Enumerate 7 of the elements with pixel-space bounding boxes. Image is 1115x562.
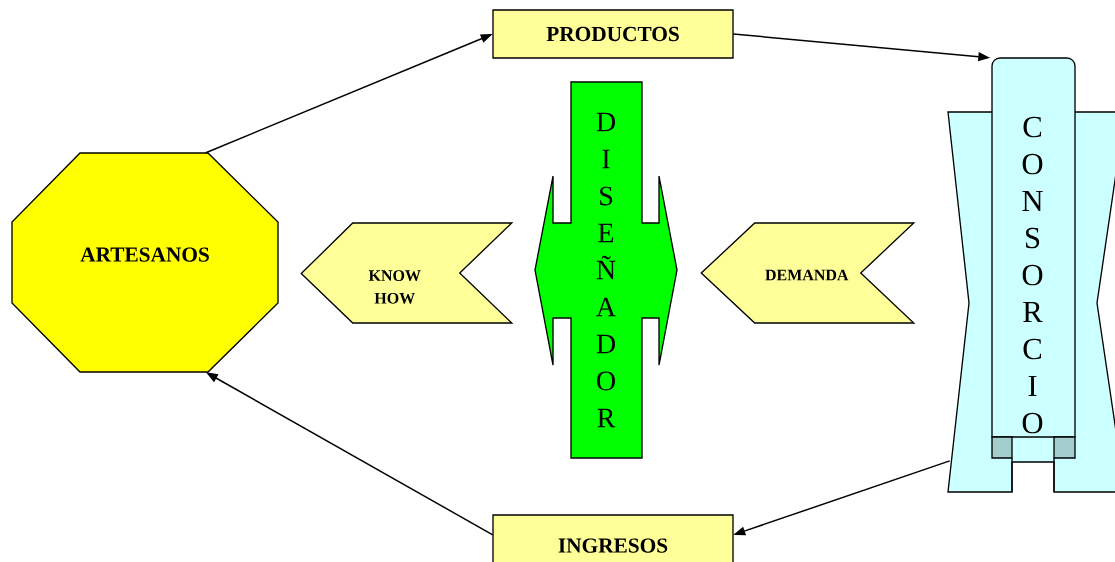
edge-label: KNOW HOW [360,268,430,306]
chevron-arrow [700,222,916,324]
label-box: PRODUCTOS [492,9,734,59]
scroll-drawing: CONSORCIO [947,57,1115,493]
edge-label: DEMANDA [763,268,850,282]
label-box: INGRESOS [492,514,734,562]
octagon: ARTESANOS [11,152,279,373]
